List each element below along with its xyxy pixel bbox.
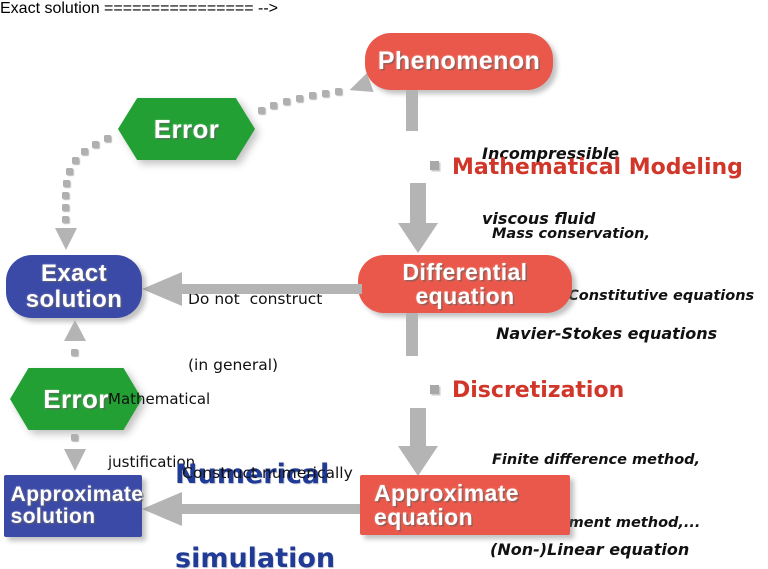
arrow-approximate-equation-to-approximate-solution bbox=[142, 492, 364, 526]
dotted-arrowhead-down-approximate-solution bbox=[64, 449, 86, 471]
node-phenomenon[interactable]: Phenomenon bbox=[365, 33, 553, 90]
annotation-mathematical-justification: Mathematical justification bbox=[108, 389, 211, 472]
stage-label-discretization: Discretization bbox=[452, 378, 625, 403]
arrow-stem-differential-equation-down bbox=[406, 313, 418, 356]
arrow-discretization-to-approximate-equation bbox=[398, 408, 438, 476]
node-differential-equation-line1: Differential bbox=[402, 258, 528, 285]
annotation-do-not-construct: Do not construct (in general) bbox=[188, 290, 323, 374]
node-approximate-solution[interactable]: Approximate solution bbox=[4, 475, 144, 537]
arrow-modeling-to-differential-equation bbox=[398, 183, 438, 253]
arrow-stem-phenomenon-down bbox=[406, 90, 418, 131]
annotation-construct-numerically: Construct numerically bbox=[182, 464, 353, 482]
node-exact-solution[interactable]: Exact solution bbox=[6, 255, 142, 318]
node-differential-equation-line2: equation bbox=[415, 283, 515, 309]
node-differential-equation[interactable]: Differential equation bbox=[358, 255, 572, 313]
annotation-incompressible: Incompressible viscous fluid bbox=[482, 144, 620, 228]
node-exact-solution-line1: Exact bbox=[40, 260, 108, 288]
node-exact-solution-line2: solution bbox=[25, 285, 123, 313]
node-error-bottom-label: Error bbox=[43, 383, 109, 414]
dotted-arrowhead-to-phenomenon bbox=[349, 73, 374, 92]
node-error-top-label: Error bbox=[153, 113, 220, 144]
node-error-bottom[interactable]: Error bbox=[10, 368, 142, 430]
arrow-differential-equation-to-exact-solution bbox=[142, 272, 362, 306]
label-numerical-simulation: Numerical simulation bbox=[175, 459, 336, 569]
node-approximate-equation-line2: equation bbox=[374, 504, 474, 530]
bullet-square-icon-modeling bbox=[430, 161, 439, 170]
node-phenomenon-label: Phenomenon bbox=[377, 47, 541, 76]
node-approximate-solution-line2: solution bbox=[10, 505, 96, 528]
dotted-arrowhead-up-exact-solution bbox=[64, 320, 86, 341]
node-approximate-solution-line1: Approximate bbox=[10, 482, 144, 506]
dotted-arrowhead-to-exact-solution bbox=[55, 228, 77, 250]
annotation-non-linear-equation: (Non-)Linear equation bbox=[490, 540, 690, 559]
node-approximate-equation[interactable]: Approximate equation bbox=[360, 475, 570, 535]
node-error-top[interactable]: Error bbox=[118, 98, 255, 160]
stage-label-mathematical-modeling: Mathematical Modeling bbox=[452, 155, 743, 180]
annotation-navier-stokes: Navier-Stokes equations bbox=[496, 324, 718, 343]
node-approximate-equation-line1: Approximate bbox=[374, 479, 519, 506]
bullet-square-icon-discretization bbox=[430, 385, 439, 394]
